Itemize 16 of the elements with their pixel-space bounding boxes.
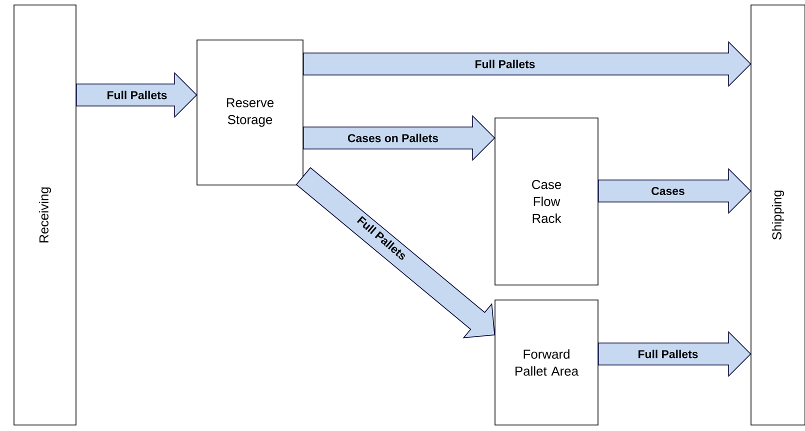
block-arrow — [598, 331, 752, 377]
edge-label: Cases — [652, 186, 684, 196]
edge-label: Full Pallets — [476, 60, 535, 68]
process-box: Shipping — [750, 4, 805, 426]
edge-label: Full Pallets — [108, 90, 167, 100]
block-arrow — [303, 41, 752, 87]
block-arrow — [303, 115, 496, 161]
process-box: Case Flow Rack — [494, 118, 598, 286]
block-arrow — [598, 168, 752, 214]
block-arrow — [76, 72, 198, 118]
process-box: Receiving — [14, 4, 76, 426]
process-box: Forward Pallet Area — [494, 300, 598, 426]
edge-label: Cases on Pallets — [348, 134, 438, 142]
edge-label: Full Pallets — [638, 350, 698, 358]
process-box: Reserve Storage — [196, 40, 304, 186]
block-arrow — [296, 167, 496, 338]
